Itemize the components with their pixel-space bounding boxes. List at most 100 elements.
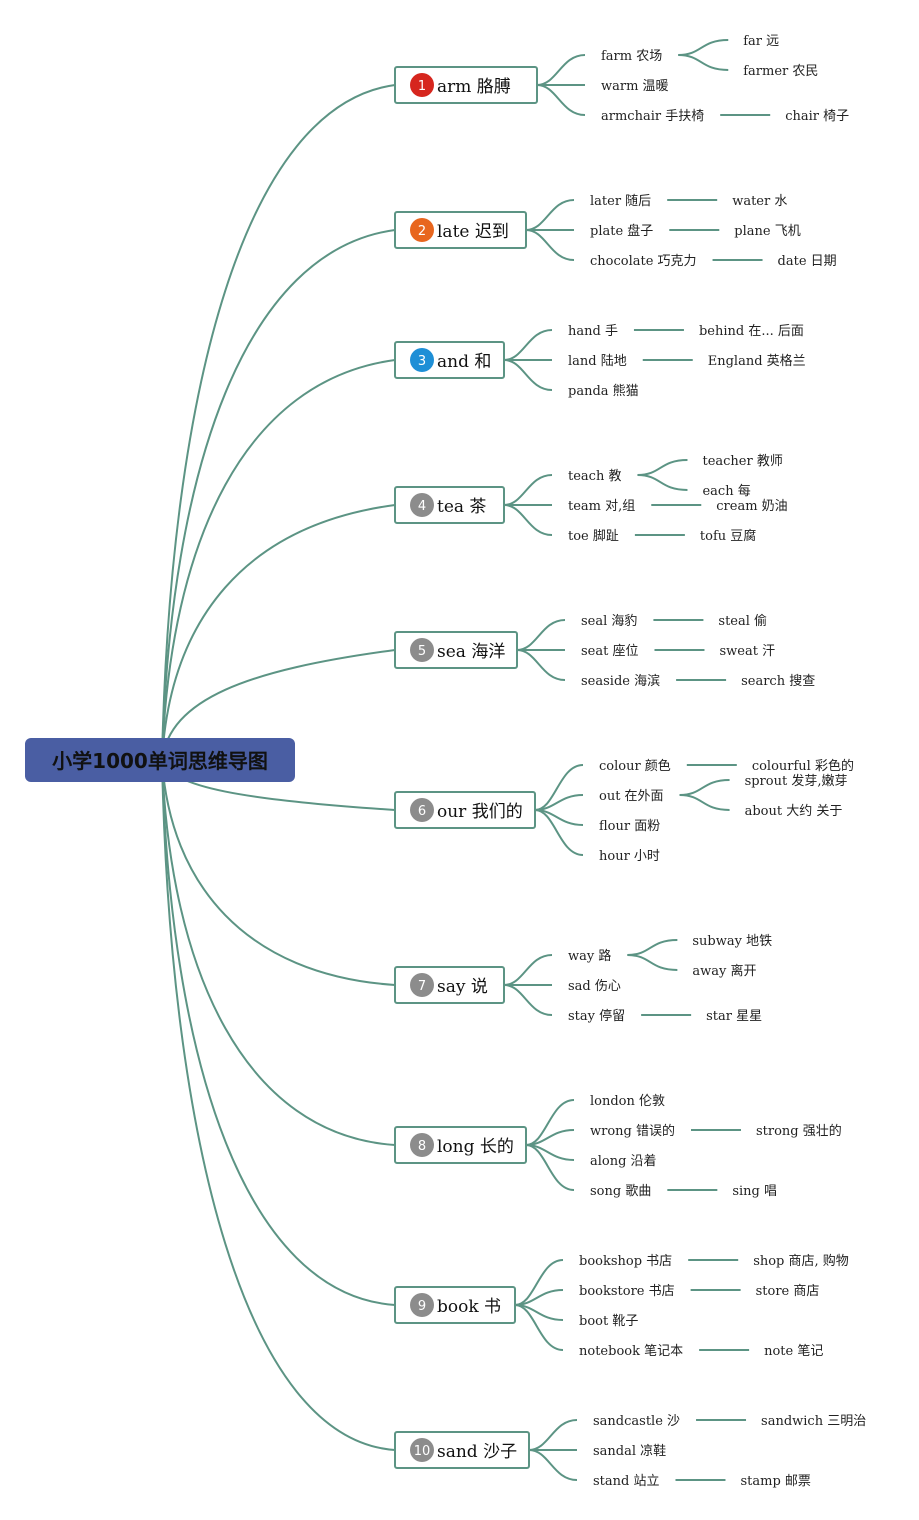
word-node[interactable]: hour 小时 [599,849,660,864]
word-node[interactable]: warm 温暖 [601,79,669,94]
word-node[interactable]: boot 靴子 [579,1314,638,1329]
related-word-node[interactable]: stamp 邮票 [740,1474,810,1489]
word-node[interactable]: way 路 [568,948,611,964]
related-word-node[interactable]: tofu 豆腐 [700,529,756,544]
branch-number: 3 [418,354,426,369]
related-word-node[interactable]: behind 在... 后面 [699,324,804,339]
related-word-node[interactable]: each 每 [702,483,750,499]
word-node[interactable]: sandcastle 沙 [593,1414,680,1429]
leaf-connector [637,474,688,491]
branch-number: 2 [418,224,426,239]
related-word-node[interactable]: chair 椅子 [785,109,849,124]
related-word-node[interactable]: sprout 发芽,嫩芽 [745,773,848,789]
word-node[interactable]: stand 站立 [593,1474,659,1489]
root-connector [161,504,396,761]
leaf-connector [679,794,730,811]
word-node[interactable]: sad 伤心 [568,979,621,994]
related-word-node[interactable]: strong 强壮的 [756,1123,842,1139]
branch-box [394,791,536,829]
leaf-connector [637,459,688,476]
word-node[interactable]: colour 颜色 [599,758,671,774]
number-badge-icon [410,1438,434,1462]
related-word-node[interactable]: search 搜查 [741,674,815,689]
word-node[interactable]: armchair 手扶椅 [601,109,704,124]
word-node[interactable]: farm 农场 [601,49,662,64]
word-node[interactable]: notebook 笔记本 [579,1343,683,1359]
related-word-node[interactable]: star 星星 [706,1009,762,1024]
related-word-node[interactable]: sweat 汗 [719,644,775,659]
branch-label: book 书 [437,1297,501,1317]
related-word-node[interactable]: steal 偷 [718,614,767,629]
related-word-node[interactable]: farmer 农民 [743,64,818,79]
related-word-node[interactable]: date 日期 [778,254,837,269]
related-word-node[interactable]: teacher 教师 [702,453,782,469]
word-node[interactable]: land 陆地 [568,353,627,369]
word-node[interactable]: along 沿着 [590,1153,657,1169]
branch-connector [528,1449,578,1481]
word-node[interactable]: hand 手 [568,324,618,339]
branch-label: say 说 [437,977,488,997]
related-word-node[interactable]: sing 唱 [732,1184,777,1199]
related-word-node[interactable]: plane 飞机 [734,224,800,239]
word-node[interactable]: seaside 海滨 [581,673,660,689]
branch-connector [503,359,553,391]
word-node[interactable]: teach 教 [568,468,621,484]
root-connector [161,759,396,1306]
word-node[interactable]: later 随后 [590,194,651,209]
word-node[interactable]: out 在外面 [599,789,664,804]
root-node[interactable]: 小学1000单词思维导图 [25,738,295,782]
word-node[interactable]: wrong 错误的 [590,1123,675,1139]
leaf-connector [678,54,729,71]
related-word-node[interactable]: shop 商店, 购物 [753,1253,849,1269]
number-badge-icon [410,348,434,372]
word-node[interactable]: seat 座位 [581,644,638,659]
related-word-node[interactable]: far 远 [743,34,779,49]
related-word-node[interactable]: subway 地铁 [692,934,772,949]
root-box [25,738,295,782]
word-node[interactable]: sandal 凉鞋 [593,1443,666,1459]
related-word-node[interactable]: store 商店 [756,1284,820,1299]
connector-lines [161,39,771,1481]
number-badge-icon [410,73,434,97]
leaf-connector [627,954,678,971]
branch-connector [525,229,575,261]
related-word-node[interactable]: England 英格兰 [708,353,806,369]
root-connector [161,359,396,761]
word-node[interactable]: london 伦敦 [590,1093,665,1109]
word-node[interactable]: flour 面粉 [599,819,660,834]
related-word-node[interactable]: cream 奶油 [716,499,787,514]
word-node[interactable]: team 对,组 [568,499,635,514]
branch-connector [516,619,566,651]
word-node[interactable]: song 歌曲 [590,1184,651,1199]
related-word-node[interactable]: about 大约 关于 [745,804,843,819]
word-node[interactable]: bookshop 书店 [579,1254,672,1269]
word-node[interactable]: plate 盘子 [590,223,653,239]
word-node[interactable]: seal 海豹 [581,614,637,629]
word-node[interactable]: chocolate 巧克力 [590,254,697,269]
related-word-node[interactable]: colourful 彩色的 [752,758,854,774]
number-badge-icon [410,1133,434,1157]
related-word-node[interactable]: sandwich 三明治 [761,1414,866,1429]
branch-label: long 长的 [437,1137,514,1157]
related-word-node[interactable]: water 水 [732,194,787,209]
related-word-node[interactable]: away 离开 [692,963,756,979]
word-node[interactable]: toe 脚趾 [568,528,619,544]
word-node[interactable]: bookstore 书店 [579,1284,675,1299]
related-word-node[interactable]: note 笔记 [764,1343,823,1359]
number-badge-icon [410,638,434,662]
branch-number: 5 [418,644,426,659]
word-node[interactable]: stay 停留 [568,1008,625,1024]
word-node[interactable]: panda 熊猫 [568,383,639,399]
